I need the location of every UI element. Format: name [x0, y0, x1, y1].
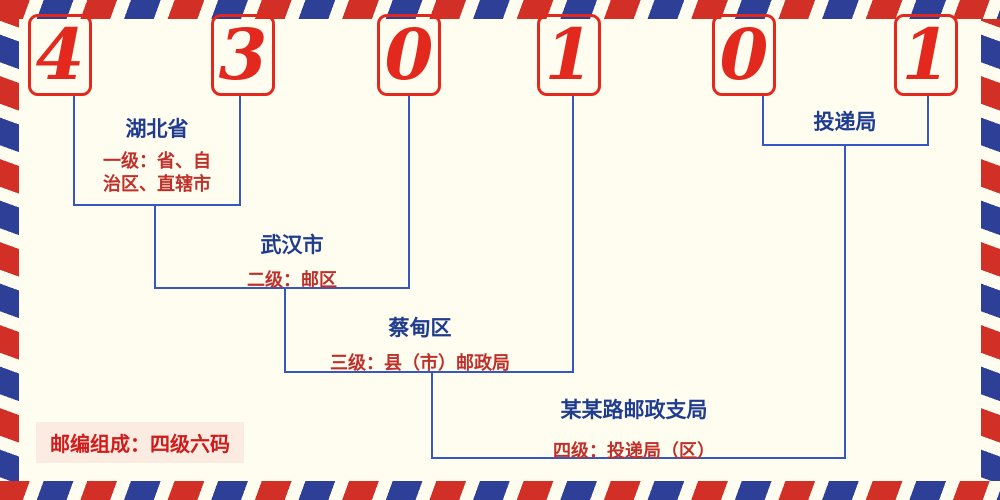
- postal-digit-box-5: 0: [712, 14, 776, 96]
- delivery-bureau-name: 投递局: [813, 110, 877, 134]
- label-level4: 某某路邮政支局 四级：投递局（区）: [553, 394, 715, 463]
- level1-name: 湖北省: [125, 117, 189, 141]
- level4-name: 某某路邮政支局: [560, 398, 708, 422]
- level3-name: 蔡甸区: [388, 316, 452, 340]
- level2-desc: 二级：邮区: [247, 270, 337, 291]
- level1-desc: 一级：省、自治区、直辖市: [103, 151, 211, 195]
- level4-desc: 四级：投递局（区）: [553, 441, 715, 462]
- label-level2: 武汉市 二级：邮区: [247, 229, 337, 292]
- postal-digit-box-2: 3: [211, 14, 275, 96]
- postal-digit-3: 0: [384, 13, 434, 96]
- level2-name: 武汉市: [260, 233, 324, 257]
- postal-digit-4: 1: [544, 13, 594, 96]
- composition-note: 邮编组成：四级六码: [36, 422, 244, 463]
- label-level1: 湖北省 一级：省、自治区、直辖市: [98, 113, 216, 196]
- label-level3: 蔡甸区 三级：县（市）邮政局: [330, 312, 510, 375]
- border-stripe-left: [0, 0, 19, 500]
- postal-digit-6: 1: [901, 13, 951, 96]
- postal-digit-box-3: 0: [377, 14, 441, 96]
- level3-desc: 三级：县（市）邮政局: [330, 353, 510, 374]
- border-stripe-bottom: [0, 481, 1000, 500]
- label-delivery-bureau: 投递局: [814, 106, 877, 136]
- postal-digit-box-6: 1: [894, 14, 958, 96]
- postal-digit-box-1: 4: [28, 14, 92, 96]
- border-stripe-right: [981, 0, 1000, 500]
- postal-digit-box-4: 1: [537, 14, 601, 96]
- postal-digit-2: 3: [218, 13, 268, 96]
- border-stripe-top: [0, 0, 1000, 19]
- postal-digit-1: 4: [35, 13, 85, 96]
- postal-digit-5: 0: [719, 13, 769, 96]
